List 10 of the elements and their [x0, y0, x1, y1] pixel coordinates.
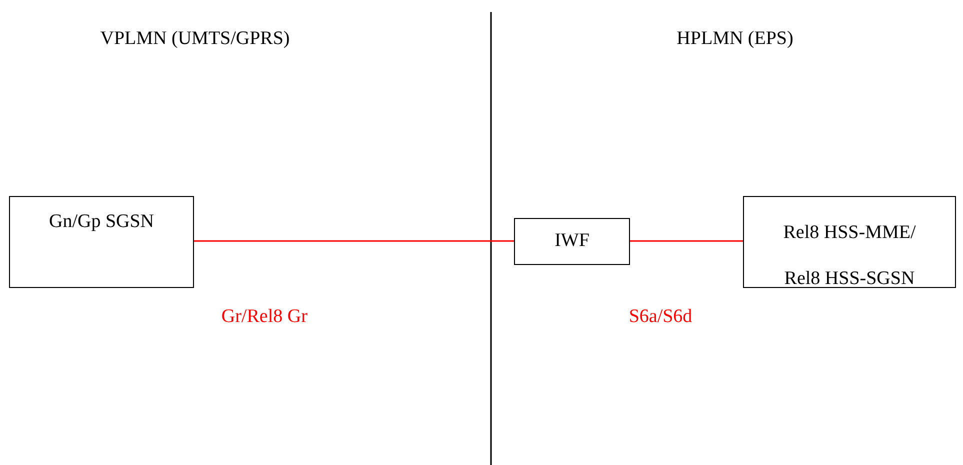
process-box [743, 196, 956, 288]
process-box [514, 218, 630, 265]
connector-line [194, 240, 514, 242]
process-box [9, 196, 194, 288]
node-text: Rel8 HSS-MME/ Rel8 HSS-SGSN [782, 221, 917, 291]
region-heading: HPLMN (EPS) [676, 28, 794, 50]
region-heading: VPLMN (UMTS/GPRS) [100, 28, 290, 50]
node-text: IWF [554, 230, 590, 252]
connector-line [630, 240, 743, 242]
node-text: Gn/Gp SGSN [48, 211, 154, 233]
